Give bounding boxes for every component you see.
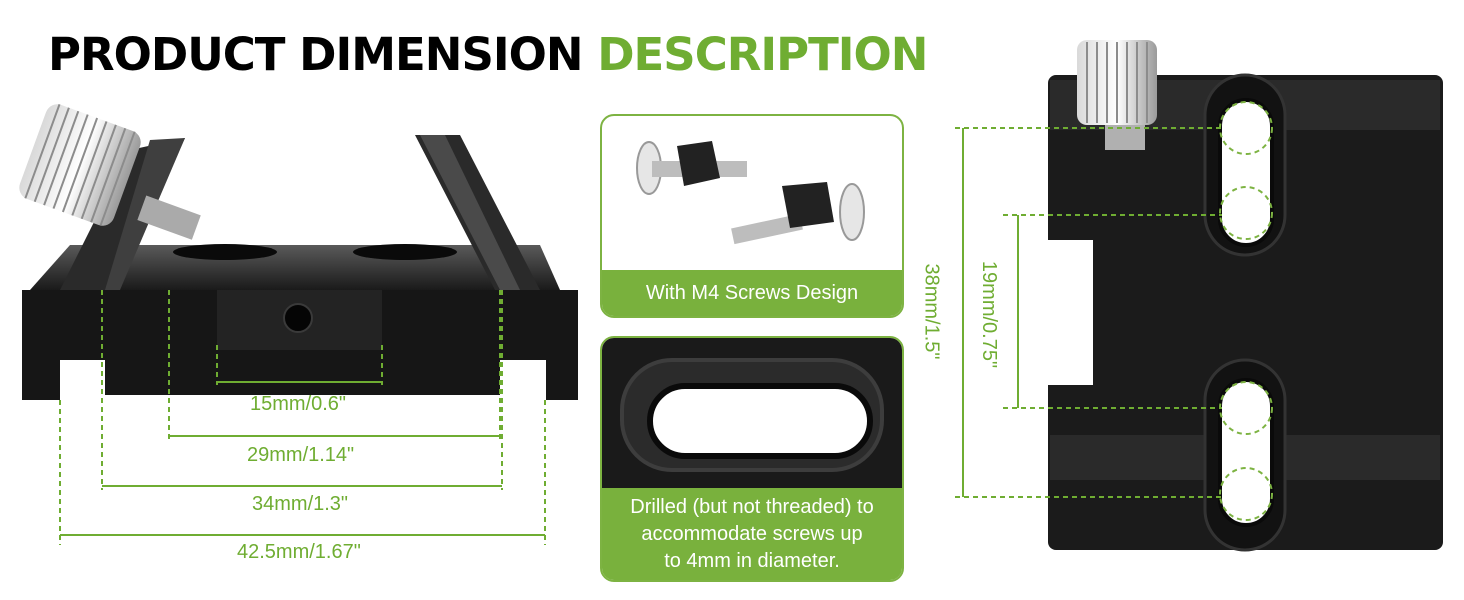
dim-29mm-label: 29mm/1.14" — [247, 444, 355, 466]
screw-head-2 — [839, 183, 865, 241]
thumb-screw-knob — [19, 103, 141, 227]
dim-38mm-label: 38mm/1.5" — [920, 263, 943, 360]
screws-card: With M4 Screws Design — [600, 114, 904, 318]
slot-right — [353, 244, 457, 260]
page-title: PRODUCT DIMENSION DESCRIPTION — [48, 28, 928, 81]
dimension-guides — [59, 290, 546, 545]
slot-caption-line-2: accommodate screws up — [641, 522, 863, 545]
hole-position-markers — [1219, 101, 1273, 521]
screws-caption: With M4 Screws Design — [602, 270, 902, 316]
hex-nut-2 — [782, 182, 834, 228]
title-main: PRODUCT DIMENSION — [48, 28, 584, 81]
dim-42mm-label: 42.5mm/1.67" — [237, 541, 361, 563]
top-slot — [1218, 98, 1274, 247]
slot-closeup-illustration — [602, 338, 902, 488]
dim-15mm-label: 15mm/0.6" — [250, 393, 347, 415]
slot-card: Drilled (but not threaded) to accommodat… — [600, 336, 904, 582]
slot-caption-line-3: to 4mm in diameter. — [664, 549, 840, 572]
m4-screws-illustration — [636, 141, 865, 245]
slot-left — [173, 244, 277, 260]
thumb-screw-thread — [137, 195, 201, 240]
side-body — [1048, 73, 1443, 552]
slot-caption: Drilled (but not threaded) to accommodat… — [602, 488, 902, 580]
side-cutout — [1048, 240, 1093, 385]
bottom-slot — [1218, 378, 1274, 527]
finder-base-front-view — [19, 103, 578, 545]
dim-34mm-label: 34mm/1.3" — [252, 493, 349, 515]
dim-19mm-label: 19mm/0.75" — [978, 260, 1001, 369]
dimension-arrows — [60, 381, 545, 536]
screw-thread-2 — [731, 213, 803, 245]
slot-opening — [647, 383, 873, 459]
center-hole — [283, 303, 313, 333]
title-accent: DESCRIPTION — [597, 28, 928, 81]
slot-caption-line-1: Drilled (but not threaded) to — [630, 495, 874, 518]
side-thumb-screw — [1077, 40, 1157, 150]
hex-nut-1 — [677, 141, 720, 186]
